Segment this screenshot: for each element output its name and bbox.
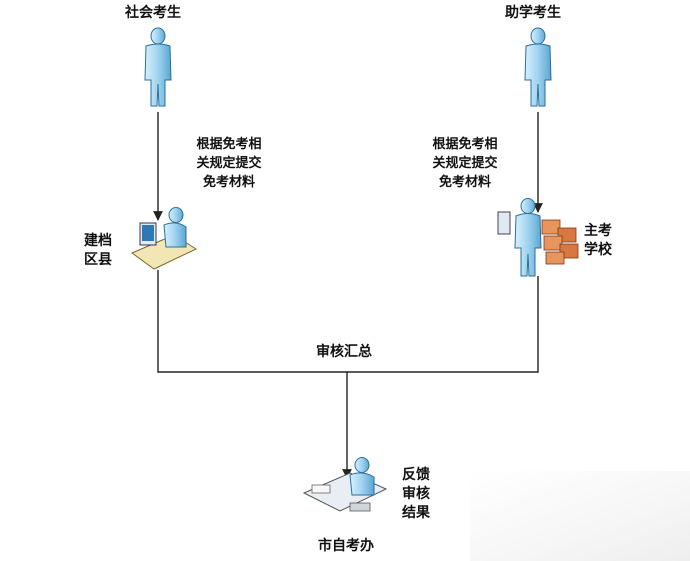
social-candidate-label: 社会考生 [125, 5, 181, 21]
main-school-label-line: 学校 [584, 242, 612, 258]
line-summary-bus [157, 270, 539, 373]
city-office-label: 市自考办 [318, 538, 374, 554]
assisted-candidate-person-icon [524, 27, 552, 107]
main-school-label-line: 主考 [584, 223, 612, 239]
summary-label: 审核汇总 [316, 344, 372, 360]
feedback-line: 审核 [402, 486, 430, 502]
left-submit-line: 免考材料 [202, 175, 255, 190]
left-submit-line: 关规定提交 [196, 156, 262, 171]
right-submit-line: 关规定提交 [432, 156, 498, 171]
county-label-line: 区县 [84, 252, 112, 268]
right-submit-line: 根据免考相 [432, 137, 498, 152]
city-office-desk-icon [302, 457, 388, 512]
right-submit-text: 根据免考相 关规定提交 免考材料 [420, 135, 510, 192]
feedback-line: 结果 [402, 505, 430, 521]
main-school-label: 主考 学校 [584, 222, 618, 260]
county-label-line: 建档 [84, 233, 112, 249]
left-submit-text: 根据免考相 关规定提交 免考材料 [184, 135, 274, 192]
county-desk-worker-icon [130, 207, 198, 270]
corner-watermark-fade [470, 471, 690, 561]
connectors [153, 112, 543, 479]
social-candidate-person-icon [144, 27, 172, 107]
main-school-person-shelves-icon [497, 198, 579, 277]
right-submit-line: 免考材料 [438, 175, 491, 190]
assisted-candidate-label: 助学考生 [505, 5, 561, 21]
feedback-text: 反馈 审核 结果 [402, 466, 436, 523]
feedback-line: 反馈 [402, 467, 430, 483]
county-label: 建档 区县 [84, 232, 118, 270]
left-submit-line: 根据免考相 [196, 137, 262, 152]
